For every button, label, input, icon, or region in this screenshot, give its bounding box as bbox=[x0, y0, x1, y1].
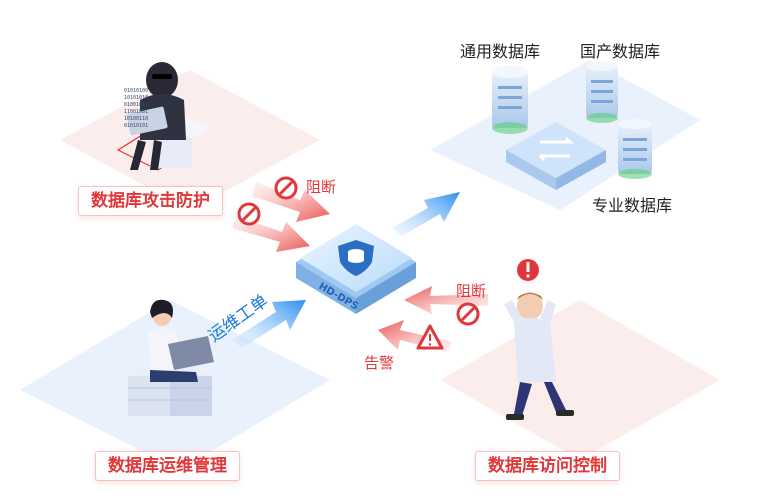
block-icon-left bbox=[237, 202, 261, 226]
block-label-right: 阻断 bbox=[456, 282, 487, 300]
specialized-database-server bbox=[618, 119, 652, 179]
arrow-from-ops bbox=[232, 300, 306, 348]
hacker-binary-text: 01010100 10101010 01001011 11001001 1010… bbox=[124, 88, 148, 129]
arrow-to-databases bbox=[392, 192, 460, 236]
specialized-database-label: 专业数据库 bbox=[592, 196, 673, 215]
alarm-label: 告警 bbox=[364, 354, 395, 372]
binary-line-3: 11001001 bbox=[124, 109, 148, 115]
general-database-server bbox=[492, 66, 528, 134]
ops-management-label: 数据库运维管理 bbox=[95, 451, 240, 481]
alarm-icon bbox=[416, 324, 444, 350]
binary-line-4: 10100110 bbox=[124, 116, 148, 122]
binary-line-2: 01001011 bbox=[124, 102, 148, 108]
hd-dps-device: HD-DPS bbox=[296, 224, 416, 314]
access-control-label: 数据库访问控制 bbox=[475, 451, 620, 481]
user-figure bbox=[504, 259, 574, 420]
binary-line-1: 10101010 bbox=[124, 95, 148, 101]
attack-protection-label: 数据库攻击防护 bbox=[78, 186, 223, 216]
binary-line-0: 01010100 bbox=[124, 88, 148, 94]
ops-engineer-figure bbox=[128, 299, 214, 416]
hacker-figure bbox=[116, 62, 212, 171]
domestic-database-server bbox=[586, 61, 618, 123]
binary-line-5: 01010101 bbox=[124, 123, 148, 129]
block-icon-top bbox=[274, 176, 298, 200]
network-switch bbox=[506, 122, 606, 190]
general-database-label: 通用数据库 bbox=[460, 42, 541, 61]
platform-access bbox=[440, 300, 720, 460]
block-label-top: 阻断 bbox=[306, 178, 337, 196]
block-icon-right bbox=[456, 302, 480, 326]
domestic-database-label: 国产数据库 bbox=[580, 42, 661, 61]
